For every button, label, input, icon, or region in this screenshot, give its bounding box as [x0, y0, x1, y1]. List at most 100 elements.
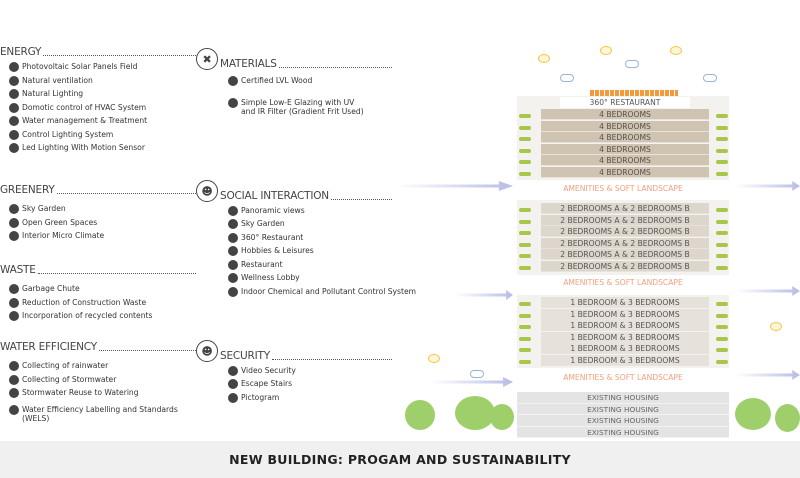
item-label: Garbage Chute — [22, 284, 80, 293]
water-item-icon — [9, 388, 19, 398]
item-label: Pictogram — [241, 392, 280, 402]
sky-garden-planter — [519, 219, 531, 224]
item-label: Incorporation of recycled contents — [22, 311, 153, 320]
sky-garden-planter — [716, 242, 728, 247]
social-item-icon — [228, 259, 238, 270]
energy-heading: ENERGY — [0, 46, 196, 58]
list-item: Interior Micro Climate — [9, 231, 196, 241]
materials-title: MATERIALS — [220, 58, 277, 70]
item-label: Photovoltaic Solar Panels Field — [22, 62, 138, 71]
water-section: WATER EFFICIENCY Collecting of rainwater… — [0, 341, 196, 423]
rain-cloud-icon — [560, 74, 574, 82]
sky-garden-planter — [716, 125, 728, 130]
floor-row: 2 BEDROOMS A & 2 BEDROOMS B — [541, 203, 709, 215]
floor-row: 4 BEDROOMS — [541, 120, 709, 132]
floor-row: 2 BEDROOMS A & 2 BEDROOMS B — [541, 226, 709, 238]
waste-title: WASTE — [0, 264, 36, 276]
divider — [330, 199, 392, 200]
sky-garden-planter — [716, 313, 728, 318]
item-label: Natural ventilation — [22, 75, 93, 85]
wind-arrow — [735, 286, 800, 296]
item-label: Domotic control of HVAC System — [22, 102, 147, 112]
floor-row: 2 BEDROOMS A & 2 BEDROOMS B — [541, 237, 709, 249]
list-item: Sky Garden — [9, 204, 196, 214]
list-item: Collecting of Stormwater — [9, 374, 196, 385]
restaurant-floor: 360° RESTAURANT — [560, 97, 690, 108]
divider — [43, 55, 196, 56]
floor-row: 1 BEDROOM & 3 BEDROOMS — [541, 331, 709, 343]
sky-garden-planter — [716, 208, 728, 212]
item-label: Collecting of Stormwater — [22, 374, 117, 384]
list-item: Simple Low-E Glazing with UV and IR Filt… — [228, 98, 368, 116]
list-item: Collecting of rainwater — [9, 361, 196, 371]
item-label: Indoor Chemical and Pollutant Control Sy… — [241, 286, 417, 296]
list-item: 360° Restaurant — [228, 232, 448, 243]
item-label: Water Efficiency Labelling and Standards… — [22, 405, 178, 423]
waste-item-icon — [9, 311, 19, 321]
list-item: Sky Garden — [228, 219, 448, 229]
sun-icon — [770, 322, 782, 331]
list-item: Reduction of Construction Waste — [9, 297, 196, 308]
item-label: Simple Low-E Glazing with UV and IR Filt… — [241, 98, 364, 116]
floor-row: 1 BEDROOM & 3 BEDROOMS — [541, 320, 709, 332]
wind-arrow — [735, 370, 800, 380]
wind-arrow — [395, 181, 513, 191]
sky-garden-planter — [716, 302, 728, 306]
social-item-icon — [228, 219, 238, 229]
item-label: Restaurant — [241, 259, 283, 269]
energy-item-icon — [9, 89, 19, 99]
list-item: Panoramic views — [228, 205, 448, 216]
sky-garden-planter — [519, 242, 531, 247]
list-item: Water management & Treatment — [9, 116, 196, 126]
social-title: SOCIAL INTERACTION — [220, 190, 329, 202]
floor-row: 4 BEDROOMS — [541, 109, 709, 121]
social-item-icon — [228, 232, 238, 243]
sky-garden-planter — [519, 265, 531, 270]
sky-garden-planter — [716, 219, 728, 224]
sky-garden-planter — [519, 325, 531, 329]
list-item: Stormwater Reuse to Watering — [9, 388, 196, 398]
security-item-icon — [228, 392, 238, 403]
sky-garden-planter — [519, 208, 531, 212]
item-label: Stormwater Reuse to Watering — [22, 388, 139, 397]
item-label: 360° Restaurant — [241, 232, 304, 242]
tree — [490, 404, 514, 430]
social-item-icon — [228, 205, 238, 216]
item-label: Open Green Spaces — [22, 217, 98, 227]
amenities-label: AMENITIES & SOFT LANDSCAPE — [563, 373, 683, 382]
list-item: Open Green Spaces — [9, 217, 196, 228]
social-item-icon — [228, 273, 238, 283]
sky-garden-planter — [519, 231, 531, 235]
waste-item-icon — [9, 284, 19, 294]
waste-item-icon — [9, 297, 19, 308]
security-item-icon — [228, 365, 238, 376]
sky-garden-planter — [519, 160, 531, 164]
item-label: Collecting of rainwater — [22, 361, 109, 370]
footer-banner: NEW BUILDING: PROGAM AND SUSTAINABILITY — [0, 441, 800, 478]
list-item: Incorporation of recycled contents — [9, 311, 196, 321]
diagram-title: NEW BUILDING: PROGAM AND SUSTAINABILITY — [229, 452, 571, 467]
greenery-item-icon — [9, 231, 19, 241]
tree — [405, 400, 435, 430]
item-label: Wellness Lobby — [241, 273, 300, 282]
tree — [455, 396, 495, 430]
divider — [56, 193, 196, 194]
wrench-icon: ✖ — [196, 48, 218, 70]
water-title: WATER EFFICIENCY — [0, 341, 97, 353]
existing-floor: EXISTING HOUSING — [517, 427, 729, 438]
sky-garden-planter — [716, 336, 728, 341]
amenities-label: AMENITIES & SOFT LANDSCAPE — [563, 278, 683, 287]
item-label: Sky Garden — [22, 204, 66, 213]
sky-garden-planter — [519, 171, 531, 176]
floor-row: 2 BEDROOMS A & 2 BEDROOMS B — [541, 249, 709, 261]
floor-row: 1 BEDROOM & 3 BEDROOMS — [541, 354, 709, 366]
people-icon: ☻ — [196, 340, 218, 362]
rain-cloud-icon — [625, 60, 639, 68]
sky-garden-planter — [519, 302, 531, 306]
social-item-icon — [228, 286, 238, 297]
water-item-icon — [9, 374, 19, 385]
item-label: Certified LVL Wood — [241, 76, 313, 85]
